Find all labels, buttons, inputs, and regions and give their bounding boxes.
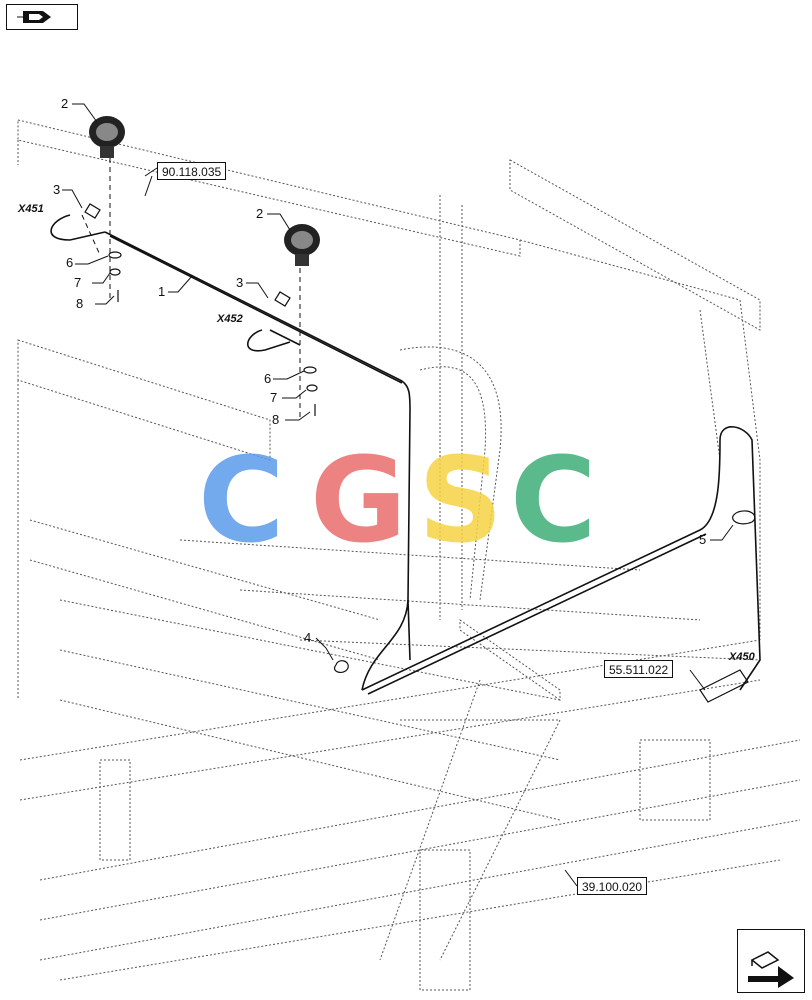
reference-link-90-118-035[interactable]: 90.118.035 — [157, 162, 227, 180]
callout-4: 4 — [304, 630, 312, 645]
watermark-letter-g: G — [310, 431, 407, 569]
previous-page-icon[interactable] — [6, 4, 78, 30]
reference-link-55-511-022[interactable]: 55.511.022 — [604, 660, 674, 678]
work-light-right — [284, 224, 320, 266]
callout-6-left: 6 — [66, 255, 74, 270]
leader-lines — [62, 103, 734, 887]
wire-harness — [50, 158, 761, 695]
callout-2-left: 2 — [61, 96, 69, 111]
watermark-letter-c1: C — [198, 431, 285, 569]
callout-8-right: 8 — [272, 412, 280, 427]
hardware-items — [84, 203, 756, 703]
connector-label-x451: X451 — [18, 203, 44, 215]
callout-2-right: 2 — [256, 206, 264, 221]
next-page-icon[interactable] — [737, 929, 805, 993]
callout-5: 5 — [699, 532, 707, 547]
callout-1: 1 — [158, 284, 166, 299]
callout-7-left: 7 — [74, 275, 82, 290]
reference-link-39-100-020[interactable]: 39.100.020 — [577, 877, 648, 895]
callout-8-left: 8 — [76, 296, 84, 311]
work-light-left — [89, 116, 125, 158]
callout-3-left: 3 — [53, 182, 61, 197]
watermark-letter-s: S — [418, 431, 503, 569]
connector-label-x452: X452 — [217, 313, 243, 325]
connector-label-x450: X450 — [729, 651, 755, 663]
watermark-letter-c2: C — [510, 431, 597, 569]
machine-frame — [17, 119, 801, 991]
callout-6-right: 6 — [264, 371, 272, 386]
callout-3-right: 3 — [236, 275, 244, 290]
callout-7-right: 7 — [270, 390, 278, 405]
